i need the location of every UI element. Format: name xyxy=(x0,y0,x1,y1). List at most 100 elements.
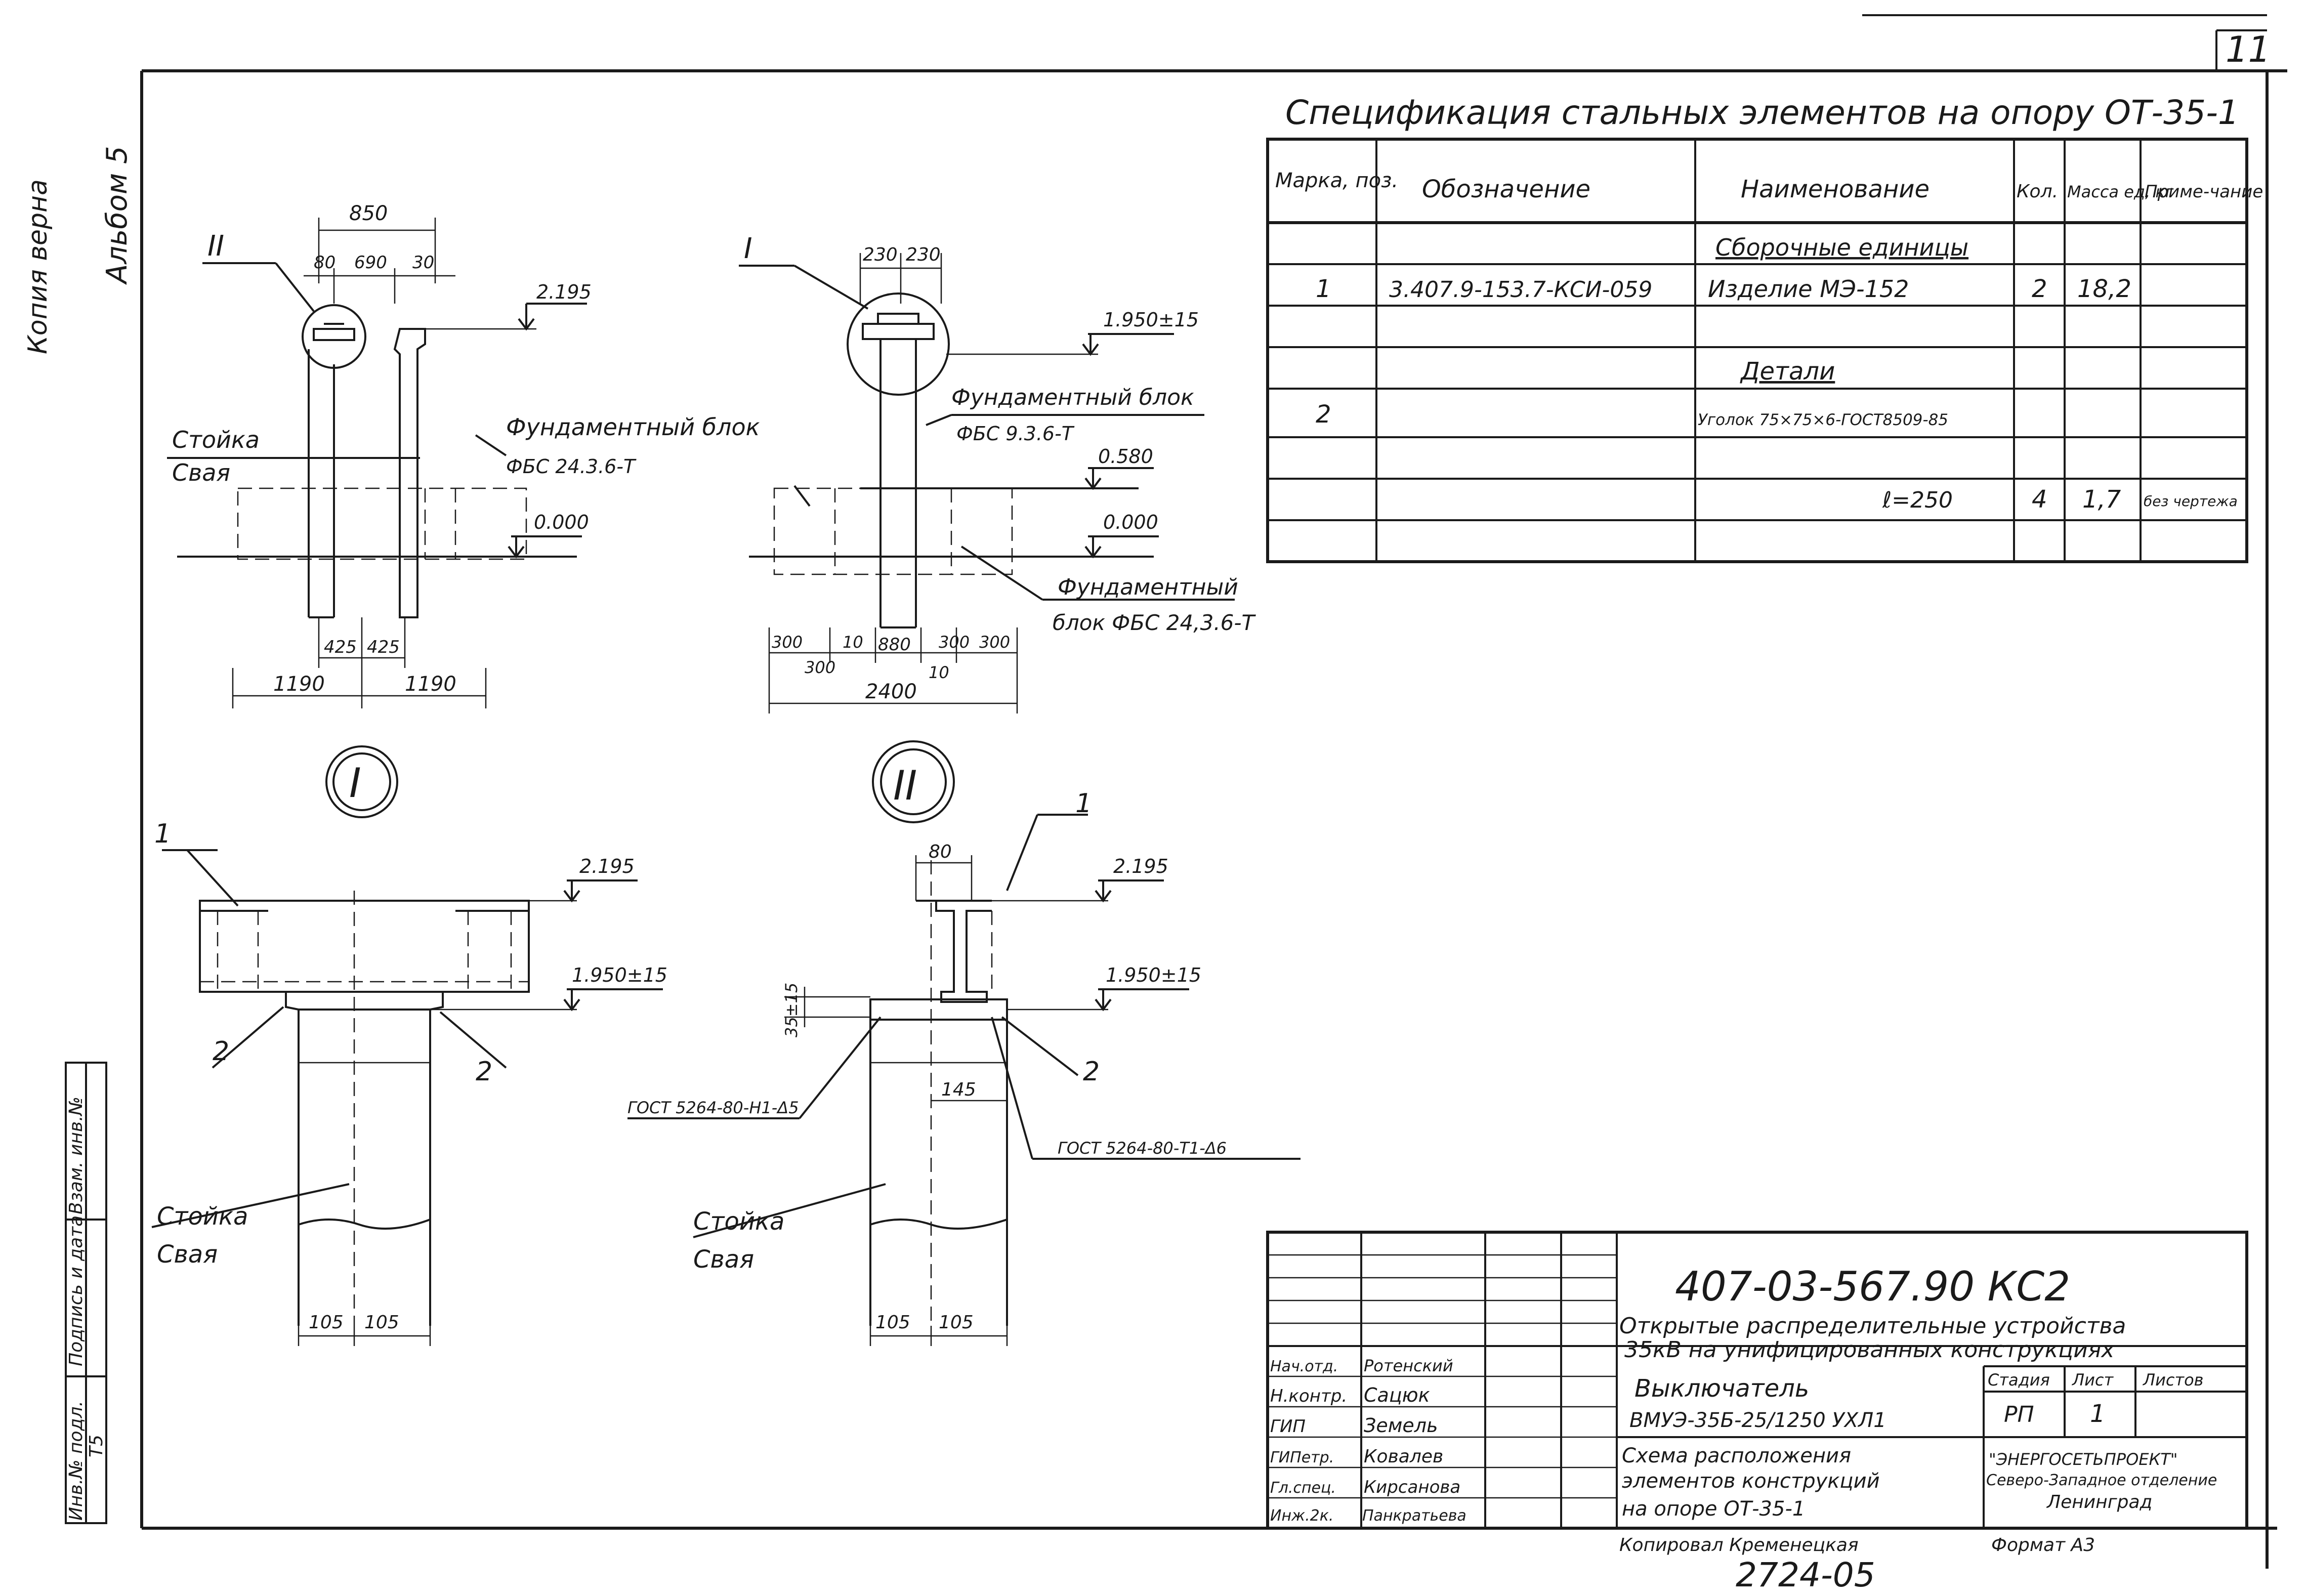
vm-dim-230a: 230 xyxy=(863,244,898,265)
dI-post-label: Стойка xyxy=(157,1202,248,1231)
spec-title: Спецификация стальных элементов на опору… xyxy=(1285,93,2239,132)
inventory-number: 2724-05 xyxy=(1736,1556,1875,1594)
vl-dim-690: 690 xyxy=(354,253,387,273)
dI-level-1950: 1.950±15 xyxy=(572,964,667,986)
sheet-frame xyxy=(140,14,2287,1569)
name-4: Ковалев xyxy=(1364,1446,1443,1467)
vl-level-0000: 0.000 xyxy=(534,511,589,533)
copied-by: Копировал Кременецкая xyxy=(1619,1535,1859,1556)
spec-cell: Сборочные единицы xyxy=(1715,234,1968,261)
stamp-sign-date: Подпись и дата xyxy=(66,1215,87,1366)
item-line-2: ВМУЭ-35Б-25/1250 УХЛ1 xyxy=(1629,1409,1886,1432)
dII-pos2: 2 xyxy=(1083,1057,1100,1087)
stamp-replace-inv: Взам. инв.№ xyxy=(66,1097,87,1214)
spec-cell: 4 xyxy=(2032,485,2047,514)
dI-pile-label: Свая xyxy=(157,1240,218,1269)
view-middle-geometry xyxy=(739,253,1235,713)
spec-cell: Изделие МЭ-152 xyxy=(1708,275,1909,303)
role-5: Гл.спец. xyxy=(1270,1479,1336,1497)
vm-dim-300b: 300 xyxy=(805,658,835,677)
sheet-number: 11 xyxy=(2226,29,2271,70)
vl-callout: II xyxy=(207,230,224,263)
dI-pos2b: 2 xyxy=(476,1057,492,1087)
sheets-header: Листов xyxy=(2143,1370,2204,1390)
org-line-1: "ЭНЕРГОСЕТЬПРОЕКТ" xyxy=(1989,1450,2177,1469)
dI-pos1: 1 xyxy=(154,819,171,849)
spec-header-designation: Обозначение xyxy=(1422,175,1590,203)
dII-pos1: 1 xyxy=(1075,788,1092,819)
dII-dim-80: 80 xyxy=(929,842,952,862)
spec-header-name: Наименование xyxy=(1741,175,1930,203)
dII-dim-35: 35±15 xyxy=(782,983,801,1037)
dII-post-label: Стойка xyxy=(693,1207,784,1236)
vm-block2-label-1: Фундаментный xyxy=(1058,574,1238,600)
dII-level-1950: 1.950±15 xyxy=(1106,964,1201,986)
side-stamp xyxy=(65,1062,107,1524)
vl-level-2195: 2.195 xyxy=(536,281,592,303)
dII-mark: II xyxy=(893,762,917,809)
vm-level-0000: 0.000 xyxy=(1103,511,1158,533)
title-block-grid xyxy=(1266,1231,2248,1530)
sheet-title-3: на опоре ОТ-35-1 xyxy=(1622,1497,1805,1521)
spec-cell: Уголок 75×75×6-ГОСТ8509-85 xyxy=(1698,411,1948,429)
dI-level-2195: 2.195 xyxy=(579,855,635,877)
name-6: Панкратьева xyxy=(1362,1507,1466,1525)
spec-cell: Детали xyxy=(1740,357,1835,386)
vm-level-0580: 0.580 xyxy=(1098,445,1153,468)
vm-dim-10a: 10 xyxy=(843,633,863,652)
vm-callout: I xyxy=(744,232,752,265)
vl-post-label: Стойка xyxy=(172,426,260,453)
role-3: ГИП xyxy=(1270,1416,1306,1437)
spec-cell: без чертежа xyxy=(2144,493,2238,510)
vl-dim-30: 30 xyxy=(412,253,434,273)
dII-level-2195: 2.195 xyxy=(1113,855,1168,877)
copy-note: Копия верна xyxy=(23,179,53,354)
format-label: Формат А3 xyxy=(1991,1535,2095,1556)
dI-dim-105b: 105 xyxy=(364,1312,399,1333)
stage-header: Стадия xyxy=(1988,1370,2050,1390)
name-2: Сацюк xyxy=(1364,1384,1430,1406)
dI-dim-105a: 105 xyxy=(309,1312,344,1333)
vm-block-label-1: Фундаментный блок xyxy=(951,385,1194,410)
doc-code: 407-03-567.90 КС2 xyxy=(1675,1263,2070,1310)
vl-dim-425b: 425 xyxy=(367,637,400,657)
vm-dim-300a: 300 xyxy=(772,633,803,652)
vl-block-label-1: Фундаментный блок xyxy=(506,413,760,441)
spec-cell: ℓ=250 xyxy=(1882,487,1953,513)
item-line-1: Выключатель xyxy=(1634,1374,1809,1403)
dII-weld-right: ГОСТ 5264-80-Т1-Δ6 xyxy=(1058,1139,1227,1158)
dI-mark: I xyxy=(349,760,361,807)
vl-dim-425a: 425 xyxy=(324,637,357,657)
album-label: Альбом 5 xyxy=(101,146,134,285)
dII-dim-105a: 105 xyxy=(875,1312,910,1333)
vm-dim-2400: 2400 xyxy=(865,680,917,703)
dII-pile-label: Свая xyxy=(693,1245,754,1274)
vm-dim-300c: 300 xyxy=(939,633,970,652)
view-left-geometry xyxy=(167,218,587,708)
role-6: Инж.2к. xyxy=(1270,1507,1333,1525)
vl-block-label-2: ФБС 24.3.6-Т xyxy=(506,455,637,478)
role-2: Н.контр. xyxy=(1270,1386,1347,1406)
vl-dim-850: 850 xyxy=(349,202,388,225)
stamp-inv-original: Инв.№ подл. xyxy=(66,1401,87,1521)
name-1: Ротенский xyxy=(1364,1356,1453,1375)
stage-value: РП xyxy=(2004,1402,2034,1427)
vm-dim-300d: 300 xyxy=(979,633,1010,652)
detail-I-geometry xyxy=(151,745,663,1346)
name-5: Кирсанова xyxy=(1364,1477,1460,1497)
spec-cell: 18,2 xyxy=(2077,275,2131,303)
vm-dim-230b: 230 xyxy=(906,244,941,265)
spec-cell: 3.407.9-153.7-КСИ-059 xyxy=(1389,277,1652,303)
project-line-1: Открытые распределительные устройства xyxy=(1619,1313,2126,1339)
vl-dim-1190a: 1190 xyxy=(273,673,325,696)
role-1: Нач.отд. xyxy=(1270,1358,1338,1375)
vl-dim-80: 80 xyxy=(314,253,336,273)
stamp-value: Т5 xyxy=(86,1435,107,1457)
org-line-3: Ленинград xyxy=(2046,1492,2152,1513)
sheet-header: Лист xyxy=(2072,1370,2114,1390)
vm-block2-label-2: блок ФБС 24,3.6-Т xyxy=(1053,610,1256,635)
dII-weld-left: ГОСТ 5264-80-Н1-Δ5 xyxy=(627,1098,799,1117)
name-3: Земель xyxy=(1364,1414,1438,1437)
spec-header-mark: Марка, поз. xyxy=(1275,169,1398,192)
vm-dim-880: 880 xyxy=(878,635,911,655)
